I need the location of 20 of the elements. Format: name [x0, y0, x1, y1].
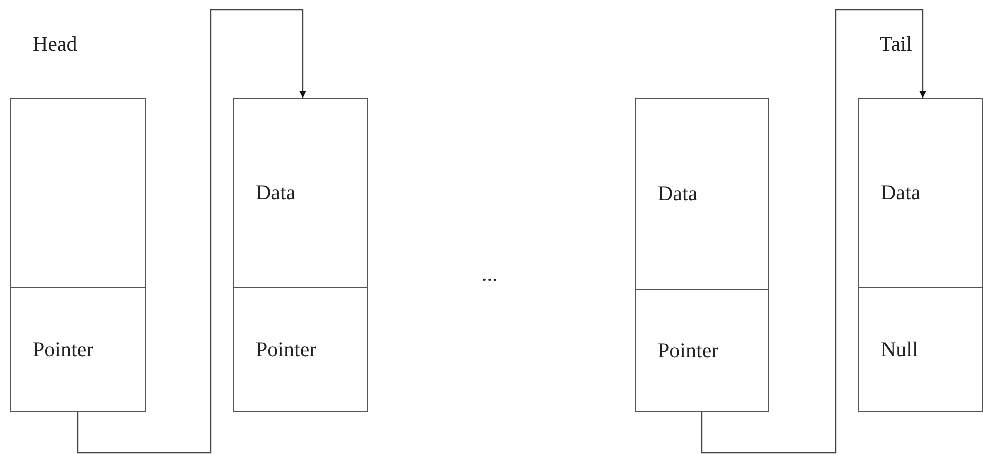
- list-node-cell: [233, 287, 368, 412]
- field-label: Null: [881, 337, 918, 362]
- field-label: Pointer: [256, 337, 317, 362]
- text-label: Tail: [880, 32, 912, 57]
- field-label: Data: [881, 180, 921, 206]
- field-label: Pointer: [33, 337, 94, 362]
- field-label: Pointer: [658, 338, 719, 363]
- field-label: Data: [256, 180, 296, 206]
- list-node-cell: [10, 98, 146, 288]
- list-node-cell: [233, 98, 368, 288]
- list-node-cell: [635, 98, 769, 290]
- list-node-cell: [858, 98, 983, 288]
- pointer-arrow: [77, 9, 306, 454]
- pointer-arrow: [701, 9, 926, 454]
- field-label: Data: [658, 182, 698, 206]
- list-node-cell: [10, 287, 146, 412]
- text-label: Head: [33, 32, 78, 57]
- text-label: ...: [482, 262, 498, 287]
- list-node-cell: [858, 287, 983, 412]
- list-node-cell: [635, 289, 769, 412]
